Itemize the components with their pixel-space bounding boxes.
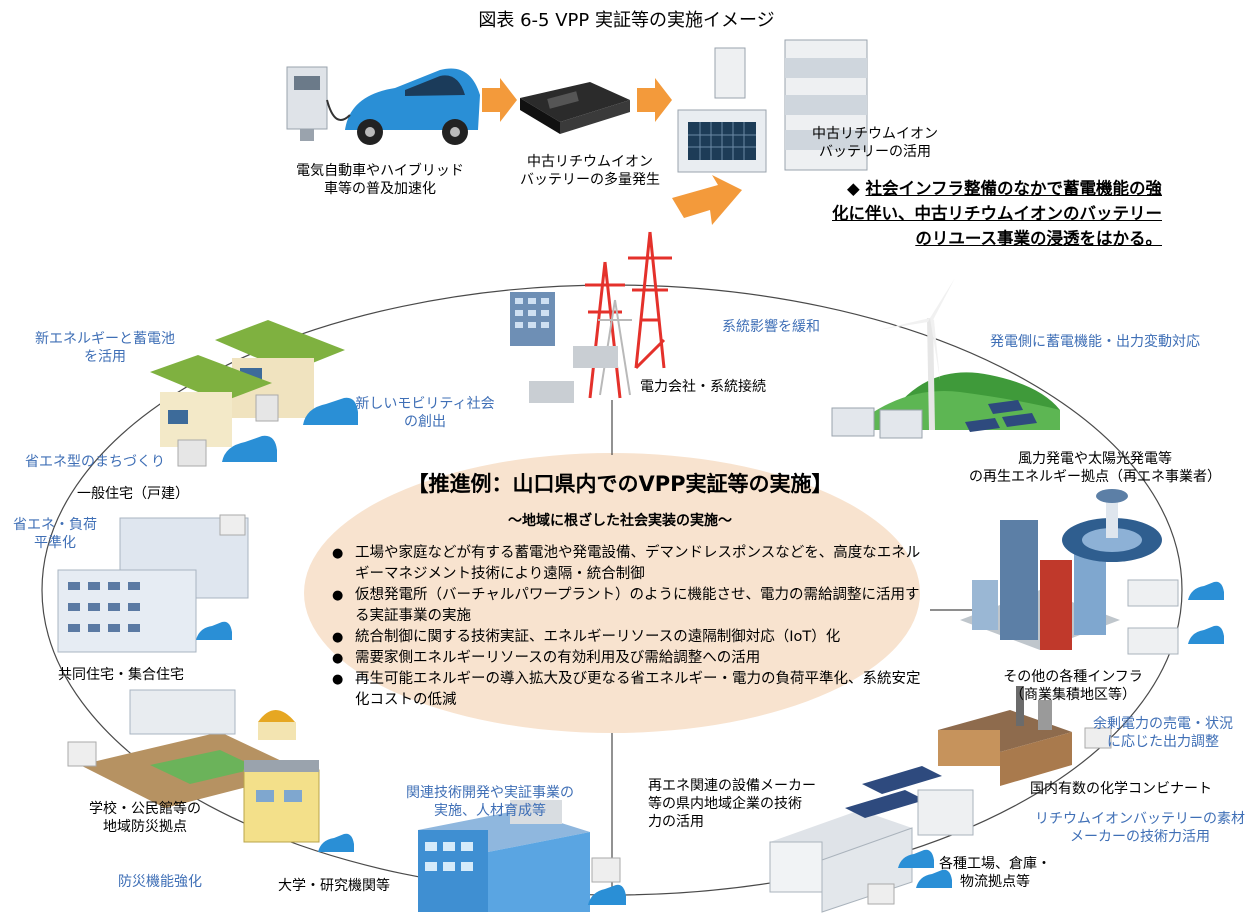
charger-illustration: [286, 66, 328, 141]
house-ev-illustration: [222, 397, 358, 462]
office-building-illustration: [510, 292, 555, 346]
center-subtitle: ～地域に根ざした社会実装の実施～: [508, 513, 732, 529]
figure-title: 図表 6-5 VPP 実証等の実施イメージ: [478, 10, 775, 31]
center-title: 【推進例：山口県内でのVPP実証等の実施】: [407, 472, 833, 496]
bullet-item: 再生可能エネルギーの導入拡大及び更なる省エネルギー・電力の負荷平準化、系統安定化…: [330, 669, 930, 711]
flow-arrow-2: [637, 78, 672, 122]
wind-solar-illustration: [831, 278, 1060, 439]
flow-arrow-down: [672, 175, 742, 225]
factory-label: 各種工場、倉庫・ 物流拠点等: [939, 856, 1051, 890]
houses-illustration: [150, 320, 345, 467]
battery-use-label: 中古リチウムイオン バッテリーの活用: [812, 126, 938, 160]
university-illustration: [418, 800, 626, 912]
city-infrastructure-illustration: [960, 489, 1162, 650]
chemical-plant-illustration: [938, 686, 1112, 786]
headline-marker: ◆: [847, 179, 860, 198]
headline-line-2: 化に伴い、中古リチウムイオンのバッテリー: [832, 204, 1162, 223]
battery-surplus-label: 中古リチウムイオン バッテリーの多量発生: [520, 154, 660, 188]
factory-illustration: [769, 766, 974, 913]
power-tower-illustration: [585, 231, 672, 399]
new-mobility-label: 新しいモビリティ社会 の創出: [355, 396, 495, 430]
apartments-illustration: [57, 514, 249, 653]
ev-label: 電気自動車やハイブリッド 車等の普及加速化: [296, 163, 464, 197]
chemical-label: 国内有数の化学コンビナート: [1030, 781, 1212, 797]
ev-car-illustration: [326, 68, 480, 145]
flow-arrow-1: [482, 78, 517, 122]
grid-battery-illustration: [529, 346, 618, 403]
headline: ◆ 社会インフラ整備のなかで蓄電機能の強 化に伴い、中古リチウムイオンのバッテリ…: [792, 176, 1162, 251]
local-building-illustration: [243, 760, 354, 852]
apartment-label: 共同住宅・集合住宅: [58, 667, 184, 683]
disaster-label: 防災機能強化: [118, 874, 202, 890]
school-illustration: [67, 689, 305, 808]
infra-battery-ev-illustration: [1127, 579, 1224, 655]
renewable-label: 風力発電や太陽光発電等 の再生エネルギー拠点（再エネ事業者）: [969, 451, 1221, 485]
power-company-label: 電力会社・系統接続: [640, 379, 766, 395]
bullet-item: 需要家側エネルギーリソースの有効利用及び需給調整への活用: [330, 648, 930, 669]
gen-side-label: 発電側に蓄電機能・出力変動対応: [990, 334, 1200, 350]
school-label: 学校・公民館等の 地域防災拠点: [89, 801, 201, 835]
manufacturer-label: 再エネ関連の設備メーカー 等の県内地域企業の技術 力の活用: [648, 778, 816, 830]
grid-relief-label: 系統影響を緩和: [722, 319, 820, 335]
headline-line-1: 社会インフラ整備のなかで蓄電機能の強: [865, 179, 1162, 198]
university-label: 大学・研究機関等: [278, 878, 390, 894]
eco-load-label: 省エネ・負荷 平準化: [13, 517, 97, 551]
lithium-material-label: リチウムイオンバッテリーの素材 メーカーの技術力活用: [1035, 811, 1245, 845]
surplus-power-label: 余剰電力の売電・状況 に応じた出力調整: [1093, 716, 1233, 750]
new-energy-battery-label: 新エネルギーと蓄電池 を活用: [35, 331, 175, 365]
bullet-list: 工場や家庭などが有する蓄電池や発電設備、デマンドレスポンスなどを、高度なエネルギ…: [330, 543, 930, 711]
headline-line-3: のリユース事業の浸透をはかる。: [915, 229, 1162, 248]
eco-town-label: 省エネ型のまちづくり: [25, 454, 165, 470]
bullet-item: 統合制御に関する技術実証、エネルギーリソースの遠隔制御対応（IoT）化: [330, 627, 930, 648]
infra-label: その他の各種インフラ （商業集積地区等）: [1003, 669, 1143, 703]
house-label: 一般住宅（戸建）: [77, 486, 189, 502]
battery-pack-illustration: [520, 82, 630, 134]
battery-rack-illustration: [677, 39, 868, 173]
bullet-item: 工場や家庭などが有する蓄電池や発電設備、デマンドレスポンスなどを、高度なエネルギ…: [330, 543, 930, 585]
bullet-item: 仮想発電所（バーチャルパワープラント）のように機能させ、電力の需給調整に活用する…: [330, 585, 930, 627]
research-label: 関連技術開発や実証事業の 実施、人材育成等: [406, 785, 574, 819]
